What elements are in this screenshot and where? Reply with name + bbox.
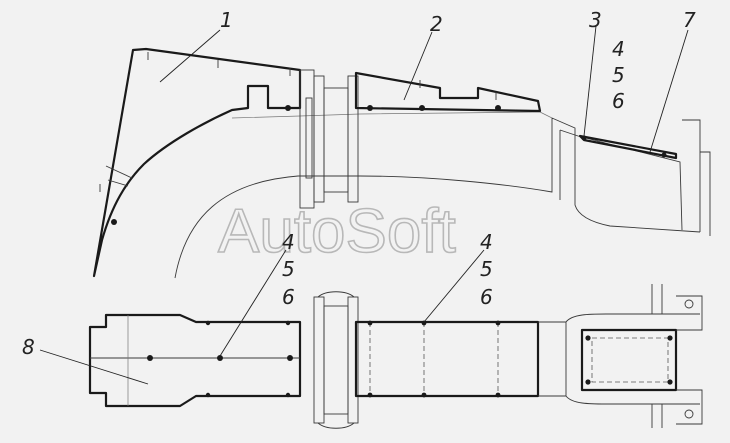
leader-4-left (219, 249, 287, 357)
plan-rear-bolt-4 (667, 379, 673, 385)
plan-middle-extension (538, 321, 566, 397)
callout-3: 3 (589, 8, 602, 32)
part-1-fold-line (105, 165, 133, 179)
part-8-plate (88, 313, 302, 408)
flange-slot (305, 97, 313, 179)
part-1-bolt-2 (285, 105, 291, 111)
frame-contour (174, 117, 701, 279)
part-2-cover (354, 71, 542, 113)
part-1-top-ticks (99, 52, 291, 192)
rear-upright (682, 119, 711, 236)
part-1-fold-line-2 (107, 179, 129, 187)
plan-edge-bolt-2 (285, 320, 291, 326)
callout-5-left: 5 (282, 257, 295, 281)
callout-8: 8 (22, 335, 35, 359)
leader-4-right (423, 249, 485, 323)
plan-rear-ears (676, 295, 703, 425)
leader-7 (649, 29, 689, 153)
plan-rear-plate (580, 328, 678, 392)
callout-1: 1 (220, 8, 233, 32)
callout-7: 7 (683, 8, 696, 32)
leader-3 (583, 25, 597, 137)
plan-flange-right (347, 296, 359, 424)
plan-edge-bolt-1 (205, 320, 211, 326)
plan-rear-hole-2 (684, 409, 694, 419)
part-3-bolt (581, 135, 587, 141)
plan-bolt-1 (147, 355, 153, 361)
callout-6-top: 6 (612, 89, 625, 113)
callout-4-top: 4 (612, 37, 625, 61)
plan-bolt-3 (287, 355, 293, 361)
leader-8 (39, 349, 149, 385)
callout-4-right: 4 (480, 230, 493, 254)
plan-rear-bolt-3 (585, 379, 591, 385)
leader-lines (39, 25, 689, 385)
part-2-bolt-3 (495, 105, 501, 111)
plan-mid-bolt-1 (367, 320, 373, 326)
flange-right-inner (347, 75, 359, 203)
callout-5-top: 5 (612, 63, 625, 87)
callout-numbers: 1 2 3 4 5 6 7 4 5 6 4 5 6 8 (22, 8, 696, 359)
plan-flange-left (313, 296, 325, 424)
plan-rear-dash-rect (591, 337, 669, 383)
frame-inner-line-2 (539, 111, 553, 119)
plan-rear-frame (565, 313, 700, 405)
watermark-text: AutoSoft (218, 197, 456, 266)
part-2-bolt-1 (367, 105, 373, 111)
callout-4-left: 4 (282, 230, 295, 254)
part-2-top-ticks (419, 80, 497, 100)
callout-6-right: 6 (480, 285, 493, 309)
plan-bolt-2 (217, 355, 223, 361)
part-2-bolt-2 (419, 105, 425, 111)
plan-mid-bolt-6 (495, 392, 501, 398)
plan-rear-bolt-1 (585, 335, 591, 341)
callout-6-left: 6 (282, 285, 295, 309)
part-7-bolt (661, 152, 667, 158)
plan-coupling-arcs (317, 291, 355, 429)
part-1-bolt (111, 219, 117, 225)
plan-mid-bolt-4 (367, 392, 373, 398)
plan-view (88, 284, 703, 429)
frame-inner-line (231, 111, 541, 119)
plan-edge-bolt-4 (285, 392, 291, 398)
plan-mid-bolt-2 (421, 320, 427, 326)
plan-edge-bolt-3 (205, 392, 211, 398)
leader-1 (159, 29, 221, 83)
plan-rear-hole-1 (684, 299, 694, 309)
plan-middle-plate (354, 320, 540, 398)
rear-body (559, 129, 683, 231)
flange-left-inner (313, 75, 325, 203)
callout-5-right: 5 (480, 257, 493, 281)
plan-coupling-hub (323, 305, 349, 415)
plan-rear-rails (651, 284, 663, 428)
leader-2 (403, 31, 433, 101)
plan-rear-bolt-2 (667, 335, 673, 341)
part-1-bracket (92, 47, 302, 278)
plan-mid-bolt-5 (421, 392, 427, 398)
callout-2: 2 (430, 12, 443, 36)
side-elevation-view (92, 47, 711, 279)
plan-mid-bolt-3 (495, 320, 501, 326)
